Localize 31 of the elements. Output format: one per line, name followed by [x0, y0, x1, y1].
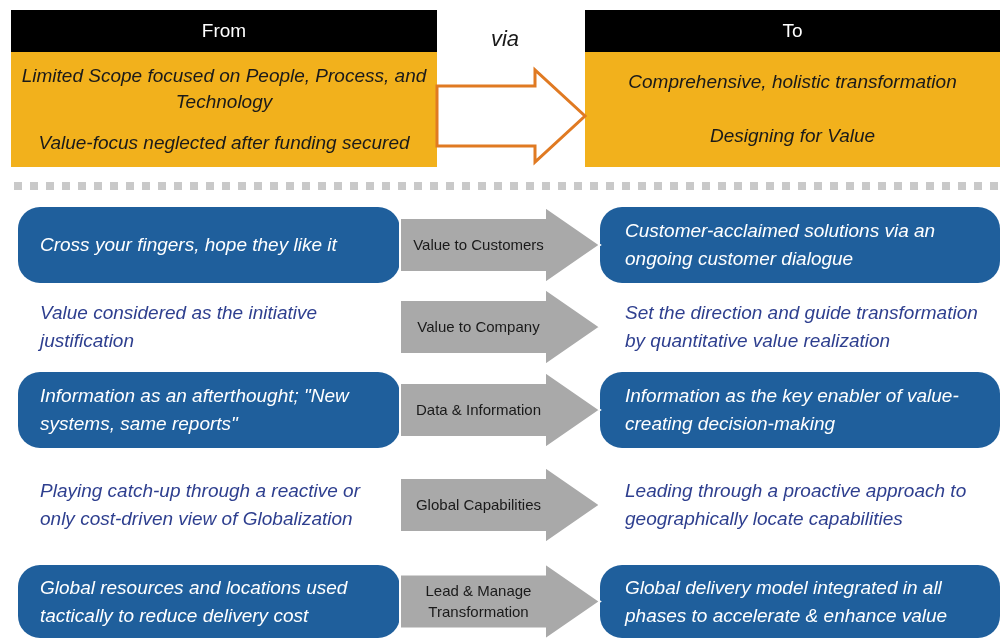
stage-box	[11, 10, 437, 167]
block-arrow	[435, 66, 588, 166]
edge-label: Lead & Manage Transformation	[424, 581, 533, 622]
via-label: via	[489, 26, 521, 52]
stage-text: Limited Scope focused on People, Process, and Technology	[20, 63, 428, 115]
header-bar: To	[585, 10, 1000, 52]
statement-text: Playing catch-up through a reactive or only cost-driven view of Globalization	[40, 479, 362, 531]
statement-text: Information as an afterthought; "New systems, same reports"	[40, 384, 351, 436]
statement-text: Cross your fingers, hope they like it	[40, 233, 337, 258]
edge-label: Value to Company	[416, 316, 541, 337]
rounded-box	[600, 372, 1000, 448]
rounded-box	[18, 372, 400, 448]
statement-text: Information as the key enabler of value-creating decision-making	[625, 384, 960, 436]
rounded-box	[18, 207, 400, 283]
edge-label: Global Capabilities	[414, 494, 543, 515]
stage-text: Comprehensive, holistic transformation	[628, 70, 957, 95]
rounded-box	[600, 207, 1000, 283]
statement-text: Global delivery model integrated in all phases to accelerate & enhance value	[625, 575, 949, 628]
statement-text: Value considered as the initiative justification	[40, 301, 319, 353]
header-bar: From	[11, 10, 437, 52]
rounded-box	[600, 565, 1000, 638]
edge-label: Data & Information	[414, 399, 543, 420]
statement-text: Set the direction and guide transformation by quantitative value realization	[625, 301, 979, 353]
edge-label: Value to Customers	[412, 234, 545, 255]
stage-box	[585, 10, 1000, 167]
stage-text: Designing for Value	[709, 123, 876, 148]
statement-text: Leading through a proactive approach to geographically locate capabilities	[625, 479, 968, 531]
statement-text: Global resources and locations used tactically to reduce delivery cost	[40, 575, 349, 628]
stage-text: Value-focus neglected after funding secured	[38, 130, 410, 155]
statement-text: Customer-acclaimed solutions via an ongoing customer dialogue	[625, 219, 937, 271]
rounded-box	[18, 565, 400, 638]
